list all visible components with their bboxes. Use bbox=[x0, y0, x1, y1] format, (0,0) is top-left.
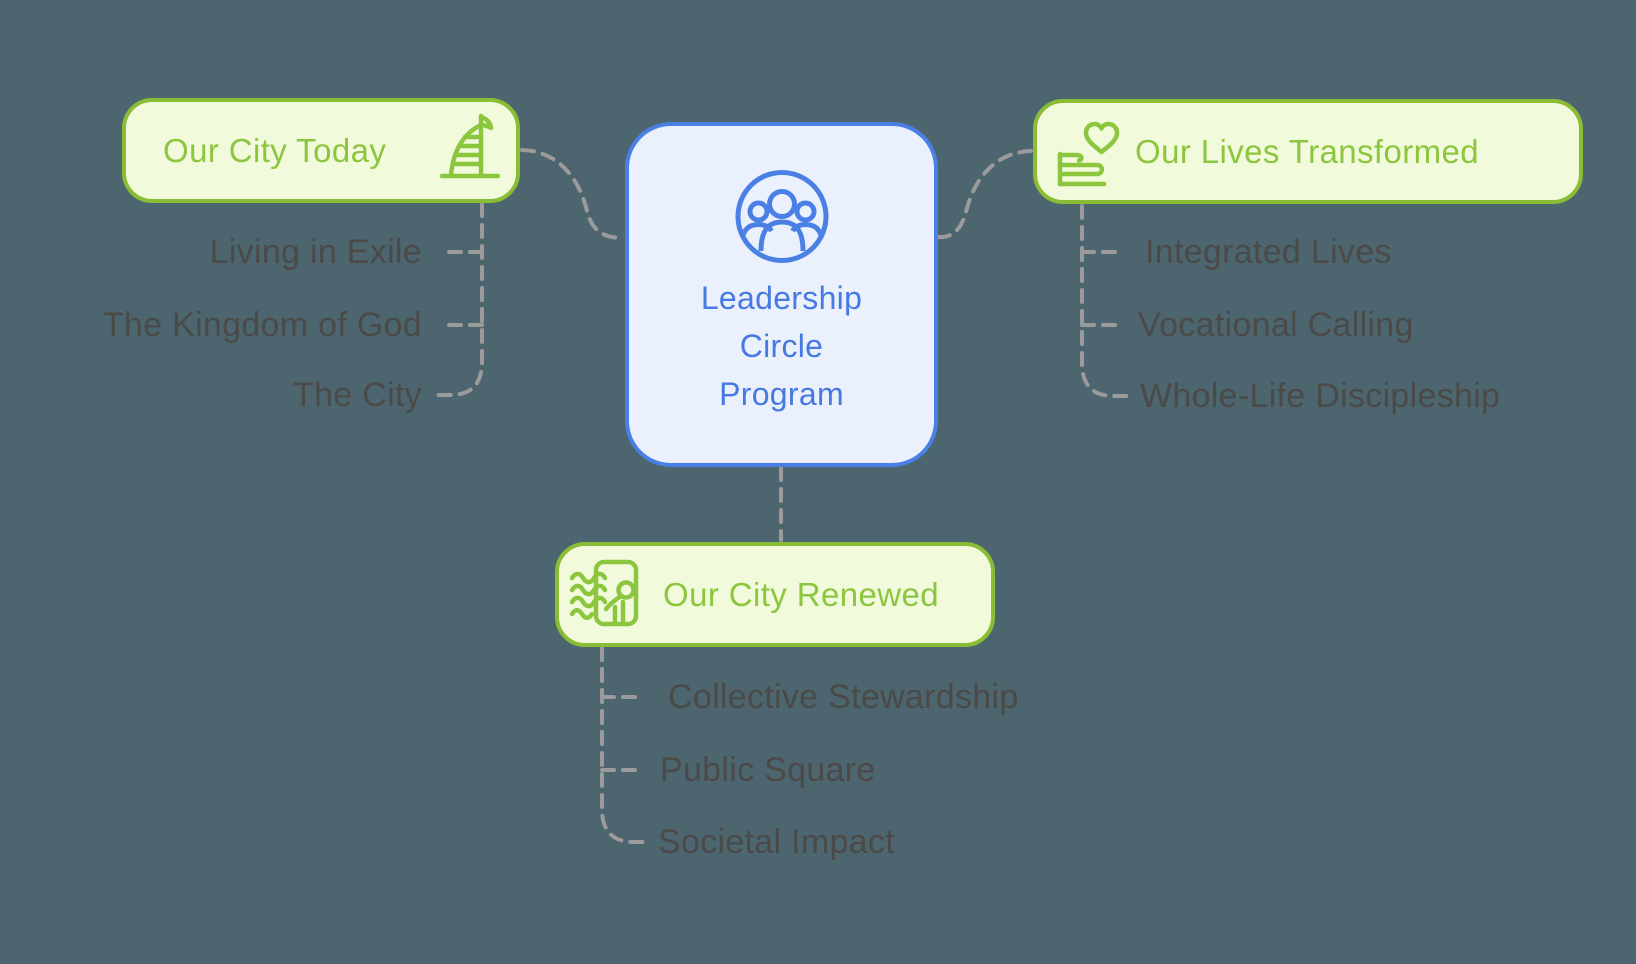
hand-holding-heart-icon bbox=[1057, 121, 1120, 187]
subtopic-whole-life-discipleship: Whole-Life Discipleship bbox=[1140, 377, 1501, 415]
people-community-icon bbox=[735, 170, 828, 263]
subtopic-the-kingdom-of-god: The Kingdom of God bbox=[102, 306, 422, 344]
wind-through-door-icon bbox=[570, 559, 639, 627]
branch-node-our-city-today: Our City Today bbox=[122, 98, 520, 203]
subtopic-living-in-exile: Living in Exile bbox=[209, 233, 422, 271]
sail-tower-building-icon bbox=[440, 113, 500, 179]
center-node-leadership-circle-program: Leadership Circle Program bbox=[625, 122, 938, 467]
branch-label-our-city-today: Our City Today bbox=[163, 131, 387, 169]
subtopic-societal-impact: Societal Impact bbox=[658, 823, 895, 861]
branch-node-our-lives-transformed: Our Lives Transformed bbox=[1033, 99, 1583, 204]
connector-lives-transformed-spine bbox=[1080, 204, 1132, 398]
center-title-line-3: Program bbox=[719, 376, 844, 412]
subtopic-collective-stewardship: Collective Stewardship bbox=[668, 678, 1019, 716]
subtopic-the-city: The City bbox=[293, 376, 422, 414]
center-title-line-2: Circle bbox=[739, 328, 824, 364]
branch-node-our-city-renewed: Our City Renewed bbox=[555, 542, 995, 647]
branch-label-our-lives-transformed: Our Lives Transformed bbox=[1135, 132, 1480, 170]
branch-label-our-city-renewed: Our City Renewed bbox=[663, 575, 940, 613]
subtopic-vocational-calling: Vocational Calling bbox=[1138, 306, 1414, 344]
subtopic-integrated-lives: Integrated Lives bbox=[1145, 233, 1392, 271]
connector-city-renewed-spine bbox=[600, 646, 652, 844]
connector-city-today-spine bbox=[432, 202, 484, 397]
subtopic-public-square: Public Square bbox=[660, 751, 876, 789]
connector-center-to-lives-transformed bbox=[936, 149, 1033, 240]
center-node-title: Leadership Circle Program bbox=[629, 274, 934, 418]
center-title-line-1: Leadership bbox=[700, 280, 863, 316]
connector-city-today-to-center bbox=[520, 148, 626, 240]
